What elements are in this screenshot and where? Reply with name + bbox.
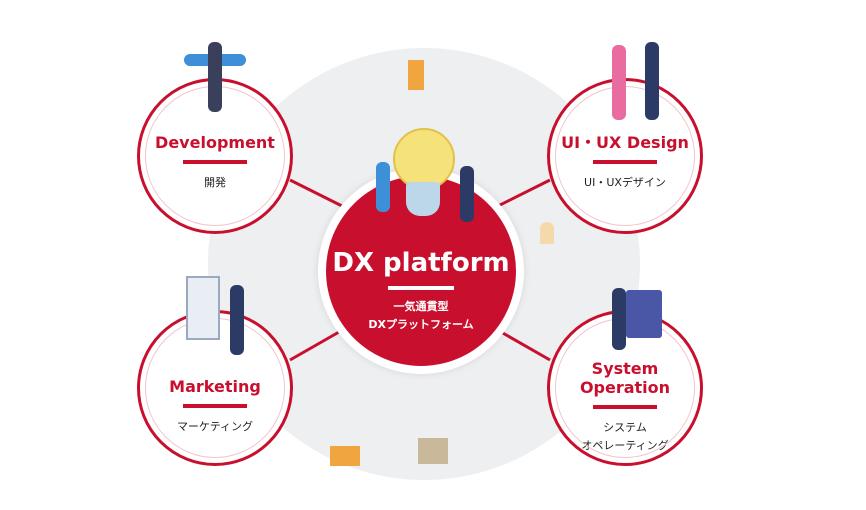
- node-subtitle: マーケティング: [176, 420, 254, 433]
- lightbulb-icon: [393, 128, 455, 190]
- node-system-operation: System Operation システム オペレーティング: [547, 310, 703, 466]
- node-title: Operation: [579, 378, 671, 397]
- divider: [183, 160, 247, 164]
- node-subtitle: UI・UXデザイン: [584, 176, 666, 189]
- marketer-illustration: [230, 285, 244, 355]
- node-subtitle: システム: [603, 421, 647, 434]
- hub-title: DX platform: [332, 248, 510, 278]
- woman-illustration: [376, 162, 390, 212]
- node-title: UI・UX Design: [561, 133, 689, 152]
- hub-subtitle: 一気通貫型: [393, 300, 449, 313]
- node-title: Development: [155, 133, 275, 152]
- node-subtitle: オペレーティング: [581, 439, 669, 452]
- house-illustration: [418, 438, 448, 464]
- man-illustration: [460, 166, 474, 222]
- divider: [183, 404, 247, 408]
- lightbulb-base-icon: [406, 182, 440, 216]
- whiteboard-illustration: [186, 276, 220, 340]
- building-illustration: [330, 446, 360, 466]
- node-subtitle: 開発: [204, 176, 226, 189]
- node-title: System: [591, 359, 659, 378]
- ice-cream-illustration: [540, 222, 554, 244]
- divider: [593, 405, 657, 409]
- operator-illustration: [612, 288, 626, 350]
- server-terminal-illustration: [626, 290, 662, 338]
- building-illustration: [408, 60, 424, 90]
- node-title: Marketing: [169, 377, 261, 396]
- divider: [388, 286, 454, 290]
- designer-illustration: [645, 42, 659, 120]
- hub-subtitle: DXプラットフォーム: [368, 318, 474, 331]
- vr-developer-illustration: [184, 40, 246, 112]
- designer-illustration: [612, 45, 626, 120]
- divider: [593, 160, 657, 164]
